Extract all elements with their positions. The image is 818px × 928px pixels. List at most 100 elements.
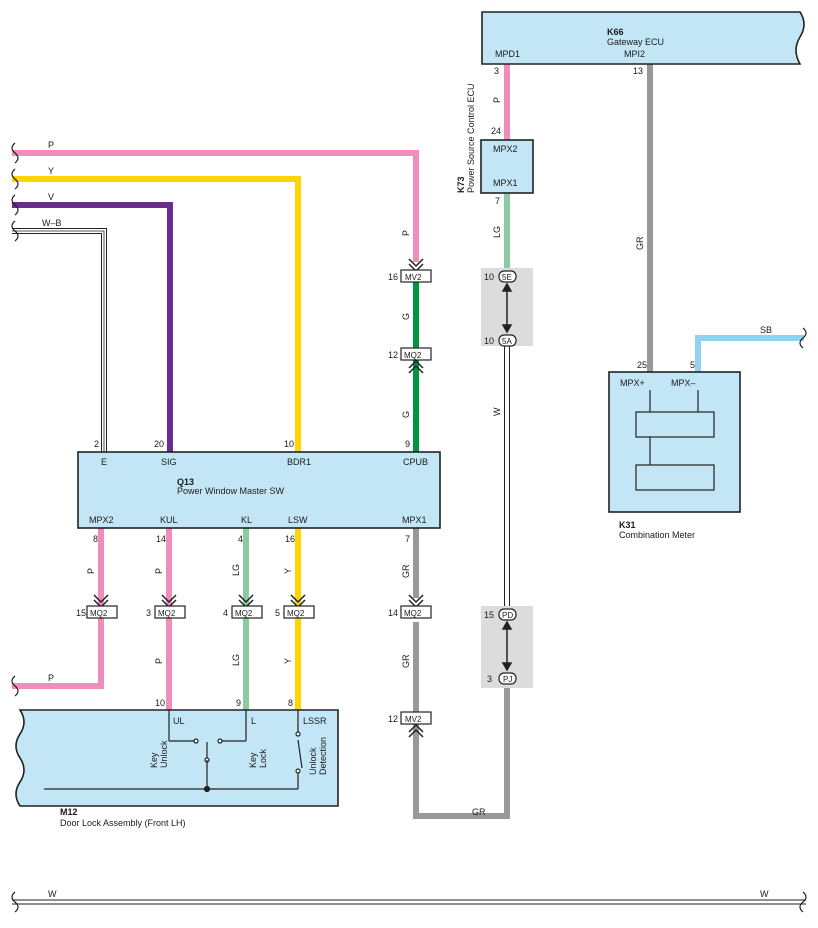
svg-text:P: P	[401, 230, 411, 236]
k73-box	[480, 139, 534, 194]
svg-text:Y: Y	[48, 166, 54, 176]
connector-mq2-mpx2: MQ2 15	[76, 594, 118, 619]
m12-pin-ul: UL	[173, 716, 185, 726]
pin-m12-l: 9	[236, 698, 241, 708]
wire-sb	[695, 335, 804, 372]
svg-text:3: 3	[146, 608, 151, 618]
svg-text:MQ2: MQ2	[235, 609, 253, 618]
junction-arrows	[501, 282, 513, 672]
svg-text:MQ2: MQ2	[158, 609, 176, 618]
k73-name: Power Source Control ECU	[466, 83, 476, 193]
svg-text:5: 5	[275, 608, 280, 618]
k31-pin-mpx-minus: MPX–	[671, 378, 696, 388]
svg-text:P: P	[154, 658, 164, 664]
k31-pin-mpx-plus: MPX+	[620, 378, 645, 388]
svg-text:MV2: MV2	[405, 273, 422, 282]
pin-k66-mpi2: 13	[633, 66, 643, 76]
k31-code: K31	[619, 520, 636, 530]
k31-box	[608, 371, 741, 513]
svg-text:PJ: PJ	[503, 675, 512, 684]
k66-box	[481, 11, 805, 65]
pin-k31-minus: 5	[690, 360, 695, 370]
connector-mv2-top: MV2 16	[388, 258, 432, 283]
pin-m12-ul: 10	[155, 698, 165, 708]
q13-pin-mpx2: MPX2	[89, 515, 114, 525]
svg-text:P: P	[48, 140, 54, 150]
svg-text:P: P	[492, 97, 502, 103]
svg-text:G: G	[401, 313, 411, 320]
connector-mq2-kl: MQ2 4	[223, 594, 263, 619]
pin-k66-mpd1: 3	[494, 66, 499, 76]
pin-q13-cpub: 9	[405, 439, 410, 449]
svg-text:W: W	[48, 889, 57, 899]
svg-text:MQ2: MQ2	[287, 609, 305, 618]
m12-switch-label-key-unlock: KeyUnlock	[149, 740, 169, 768]
m12-pin-lssr: LSSR	[303, 716, 327, 726]
svg-text:Y: Y	[283, 568, 293, 574]
svg-text:5E: 5E	[502, 273, 512, 282]
svg-text:MV2: MV2	[405, 715, 422, 724]
svg-text:LG: LG	[231, 564, 241, 576]
svg-text:Y: Y	[283, 658, 293, 664]
q13-pin-cpub: CPUB	[403, 457, 428, 467]
svg-text:GR: GR	[472, 807, 486, 817]
svg-text:12: 12	[388, 714, 398, 724]
pin-q13-lsw: 16	[285, 534, 295, 544]
k66-code: K66	[607, 27, 624, 37]
svg-text:MQ2: MQ2	[90, 609, 108, 618]
m12-name: Door Lock Assembly (Front LH)	[60, 818, 186, 828]
m12-switches	[44, 710, 303, 793]
q13-name: Power Window Master SW	[177, 486, 285, 496]
k73-pin-mpx2: MPX2	[493, 144, 518, 154]
svg-text:SB: SB	[760, 325, 772, 335]
svg-text:15: 15	[484, 610, 494, 620]
junction-5a: 5A 10	[484, 334, 517, 347]
svg-text:W–B: W–B	[42, 218, 62, 228]
svg-text:P: P	[86, 568, 96, 574]
m12-pin-l: L	[251, 716, 256, 726]
svg-text:10: 10	[484, 336, 494, 346]
svg-text:W: W	[760, 889, 769, 899]
svg-text:GR: GR	[401, 654, 411, 668]
svg-text:5A: 5A	[502, 337, 512, 346]
q13-pin-lsw: LSW	[288, 515, 308, 525]
svg-text:G: G	[401, 411, 411, 418]
junction-pd: PD 15	[484, 608, 517, 621]
q13-pin-mpx1: MPX1	[402, 515, 427, 525]
k73-pin-mpx1: MPX1	[493, 178, 518, 188]
pin-q13-mpx1: 7	[405, 534, 410, 544]
wire-y-top	[12, 176, 301, 452]
pin-q13-sig: 20	[154, 439, 164, 449]
q13-box	[77, 451, 441, 529]
svg-text:P: P	[48, 673, 54, 683]
pin-m12-lssr: 8	[288, 698, 293, 708]
pin-k31-plus: 25	[637, 360, 647, 370]
svg-text:LG: LG	[492, 226, 502, 238]
junction-pj: PJ 3	[487, 672, 517, 685]
svg-text:GR: GR	[401, 564, 411, 578]
connector-mq2-top: MQ2 12	[388, 347, 432, 374]
q13-pin-sig: SIG	[161, 457, 177, 467]
m12-switch-label-key-lock: KeyLock	[248, 748, 268, 768]
svg-text:3: 3	[487, 674, 492, 684]
pin-k73-mpx2: 24	[491, 126, 501, 136]
pin-q13-bdr1: 10	[284, 439, 294, 449]
svg-text:W: W	[492, 407, 502, 416]
k31-internal	[635, 390, 715, 491]
m12-box	[15, 709, 339, 807]
pin-k73-mpx1: 7	[495, 196, 500, 206]
svg-text:4: 4	[223, 608, 228, 618]
connector-mq2-kul: MQ2 3	[146, 594, 186, 619]
q13-pin-kul: KUL	[160, 515, 178, 525]
svg-text:10: 10	[484, 272, 494, 282]
k66-pin-mpd1: MPD1	[495, 49, 520, 59]
k31-name: Combination Meter	[619, 530, 695, 540]
svg-text:LG: LG	[231, 654, 241, 666]
svg-text:GR: GR	[635, 236, 645, 250]
wire-p-mpx2	[12, 528, 104, 689]
svg-text:12: 12	[388, 350, 398, 360]
pin-q13-mpx2: 8	[93, 534, 98, 544]
svg-text:PD: PD	[502, 611, 513, 620]
connector-mq2-mpx1: MQ2 14	[388, 594, 432, 619]
wire-v-top	[12, 202, 173, 452]
